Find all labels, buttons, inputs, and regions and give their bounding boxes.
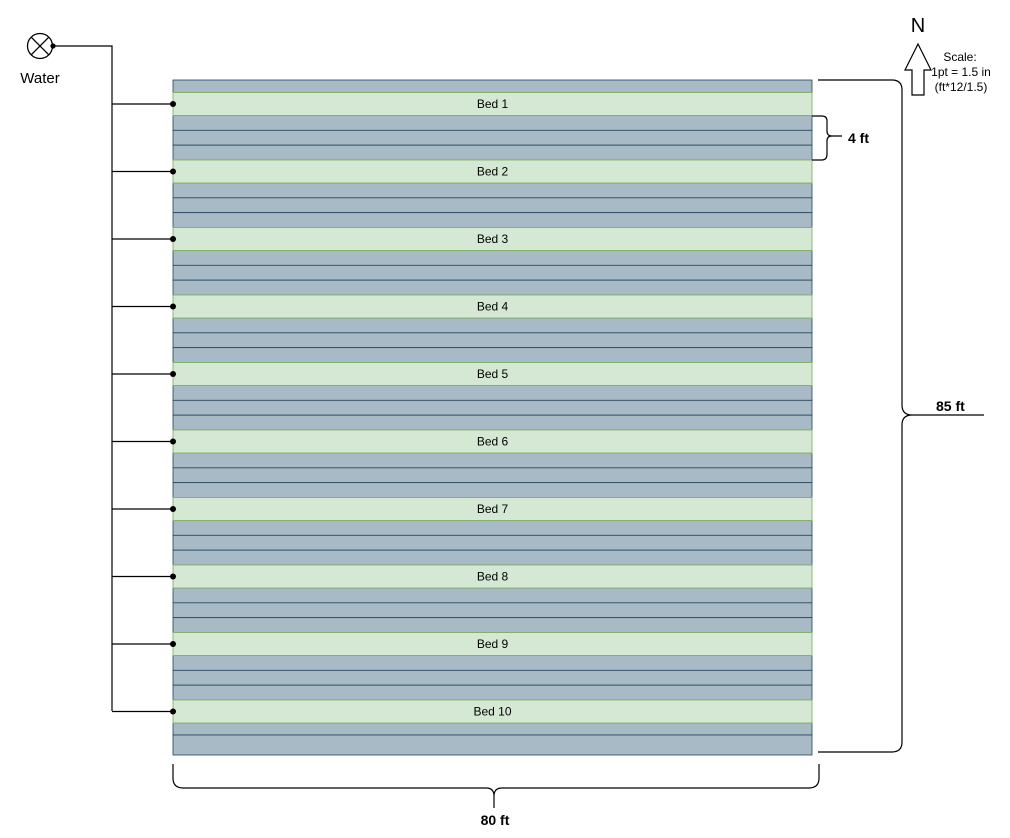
- bed-spacing-dimension: 4 ft: [812, 115, 869, 161]
- path-strip: [172, 212, 813, 228]
- path-strip: [172, 144, 813, 161]
- width-label: 80 ft: [481, 812, 510, 828]
- north-arrow-icon: [904, 42, 932, 96]
- path-strip: [172, 250, 813, 266]
- path-strip: [172, 549, 813, 566]
- water-connection-dot: [170, 236, 176, 242]
- bed-label: Bed 6: [477, 435, 509, 449]
- scale-line-3: (ft*12/1.5): [935, 80, 988, 94]
- path-strip: [172, 617, 813, 633]
- path-strip: [172, 452, 813, 469]
- bed-6[interactable]: Bed 6: [172, 429, 813, 454]
- water-supply: Water: [20, 32, 176, 715]
- bed-label: Bed 2: [477, 165, 509, 179]
- path-strip: [172, 669, 813, 686]
- path-strip: [172, 79, 813, 93]
- path-strip: [172, 587, 813, 604]
- water-connection-dot: [170, 641, 176, 647]
- bed-7[interactable]: Bed 7: [172, 497, 813, 521]
- garden-beds: Bed 1 Bed 2 Bed 3 Bed 4 Bed 5 Bed 6 Bed 7 Bed 8…: [172, 92, 813, 724]
- water-connection-dot: [170, 438, 176, 445]
- path-strip: [172, 182, 813, 199]
- bed-9[interactable]: Bed 9: [172, 632, 813, 656]
- bed-label: Bed 8: [477, 570, 509, 584]
- scale-line-1: Scale:: [943, 50, 976, 64]
- width-dimension: 80 ft: [172, 764, 820, 828]
- path-strip: [172, 734, 813, 756]
- bed-4[interactable]: Bed 4: [172, 294, 813, 319]
- path-strip: [172, 414, 813, 431]
- path-strip: [172, 385, 813, 401]
- water-valve-icon: [26, 32, 56, 60]
- bed-3[interactable]: Bed 3: [172, 227, 813, 251]
- water-main-line: [53, 45, 113, 711]
- path-strip: [172, 399, 813, 416]
- bed-2[interactable]: Bed 2: [172, 159, 813, 184]
- path-strip: [172, 347, 813, 363]
- scale-note: Scale: 1pt = 1.5 in (ft*12/1.5): [931, 50, 991, 94]
- path-strip: [172, 264, 813, 281]
- water-branches: [112, 101, 176, 715]
- height-label: 85 ft: [936, 398, 965, 414]
- water-connection-dot: [170, 303, 176, 310]
- path-strip: [172, 722, 813, 736]
- water-connection-dot: [170, 371, 176, 377]
- bed-spacing-label: 4 ft: [848, 130, 869, 146]
- bed-5[interactable]: Bed 5: [172, 362, 813, 386]
- path-strip: [172, 534, 813, 551]
- north-label: N: [911, 15, 925, 37]
- water-connection-dot: [170, 168, 176, 175]
- water-connection-dot: [170, 506, 176, 512]
- bed-8[interactable]: Bed 8: [172, 564, 813, 589]
- bed-label: Bed 3: [477, 232, 509, 246]
- bed-label: Bed 5: [477, 367, 509, 381]
- path-strip: [172, 129, 813, 146]
- path-strip: [172, 332, 813, 349]
- bed-label: Bed 7: [477, 502, 509, 516]
- path-strip: [172, 520, 813, 536]
- water-connection-dot: [170, 101, 176, 107]
- path-strip: [172, 197, 813, 214]
- bed-label: Bed 9: [477, 637, 509, 651]
- path-strip: [172, 602, 813, 619]
- bed-label: Bed 4: [477, 300, 509, 314]
- height-dimension: 85 ft: [818, 79, 984, 753]
- path-strip: [172, 655, 813, 671]
- bed-10[interactable]: Bed 10: [172, 699, 813, 724]
- path-strip: [172, 279, 813, 296]
- water-connection-dot: [170, 708, 176, 715]
- path-strip: [172, 467, 813, 484]
- path-strip: [172, 317, 813, 334]
- path-strip: [172, 684, 813, 701]
- bed-label: Bed 10: [473, 705, 511, 719]
- path-strip: [172, 115, 813, 131]
- bed-1[interactable]: Bed 1: [172, 92, 813, 116]
- bed-label: Bed 1: [477, 97, 509, 111]
- scale-line-2: 1pt = 1.5 in: [931, 65, 991, 79]
- path-strip: [172, 482, 813, 498]
- water-label: Water: [20, 70, 59, 87]
- water-connection-dot: [170, 573, 176, 580]
- garden-field: [172, 79, 813, 756]
